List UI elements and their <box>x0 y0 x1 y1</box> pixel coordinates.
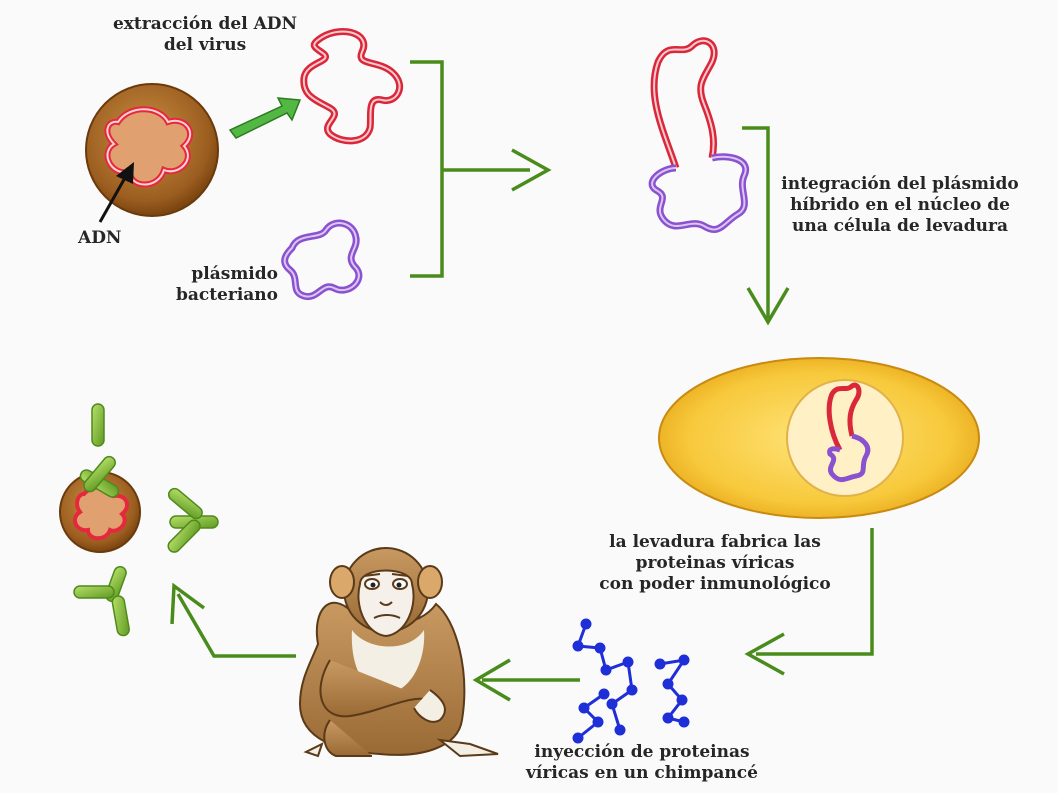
integration-label-line-1: integración del plásmido <box>781 174 1019 194</box>
combine-bracket <box>410 60 552 278</box>
dna-label: ADN <box>78 228 122 248</box>
yeast-arrow <box>744 528 874 676</box>
extraction-arrow <box>228 97 302 139</box>
yeast-label-line-3: con poder inmunológico <box>599 574 831 594</box>
injection-label-line-2: víricas en un chimpancé <box>526 763 758 783</box>
integration-arrow <box>742 126 790 326</box>
yeast-label: la levadura fabrica las proteinas vírica… <box>590 532 840 595</box>
extraction-label-line-2: del virus <box>163 35 247 55</box>
plasmid-label: plásmido bacteriano <box>160 264 278 306</box>
chimpanzee <box>298 547 499 758</box>
extraction-label-line-1: extracción del ADN <box>112 14 298 34</box>
hybrid-plasmid <box>648 37 750 233</box>
plasmid-label-line-1: plásmido <box>191 264 278 284</box>
integration-label: integración del plásmido híbrido en el n… <box>770 174 1030 237</box>
injection-label-line-1: inyección de proteinas <box>534 742 750 762</box>
integration-label-line-3: una célula de levadura <box>791 216 1009 236</box>
yeast-label-line-2: proteinas víricas <box>635 553 795 573</box>
antibodies <box>73 403 219 637</box>
virus-cell <box>85 83 219 217</box>
injection-arrow <box>472 658 580 702</box>
injection-label: inyección de proteinas víricas en un chi… <box>510 742 774 784</box>
viral-dna <box>300 28 404 145</box>
plasmid-label-line-2: bacteriano <box>175 285 278 305</box>
integration-label-line-2: híbrido en el núcleo de <box>790 195 1010 215</box>
immune-response-arrow <box>170 582 296 658</box>
viral-proteins <box>572 618 690 744</box>
yeast-cell <box>658 357 980 519</box>
bacterial-plasmid <box>281 219 363 301</box>
result-virus <box>59 471 141 553</box>
yeast-label-line-1: la levadura fabrica las <box>609 532 821 552</box>
dna-pointer-arrow <box>98 162 134 223</box>
extraction-label: extracción del ADN del virus <box>108 14 302 56</box>
